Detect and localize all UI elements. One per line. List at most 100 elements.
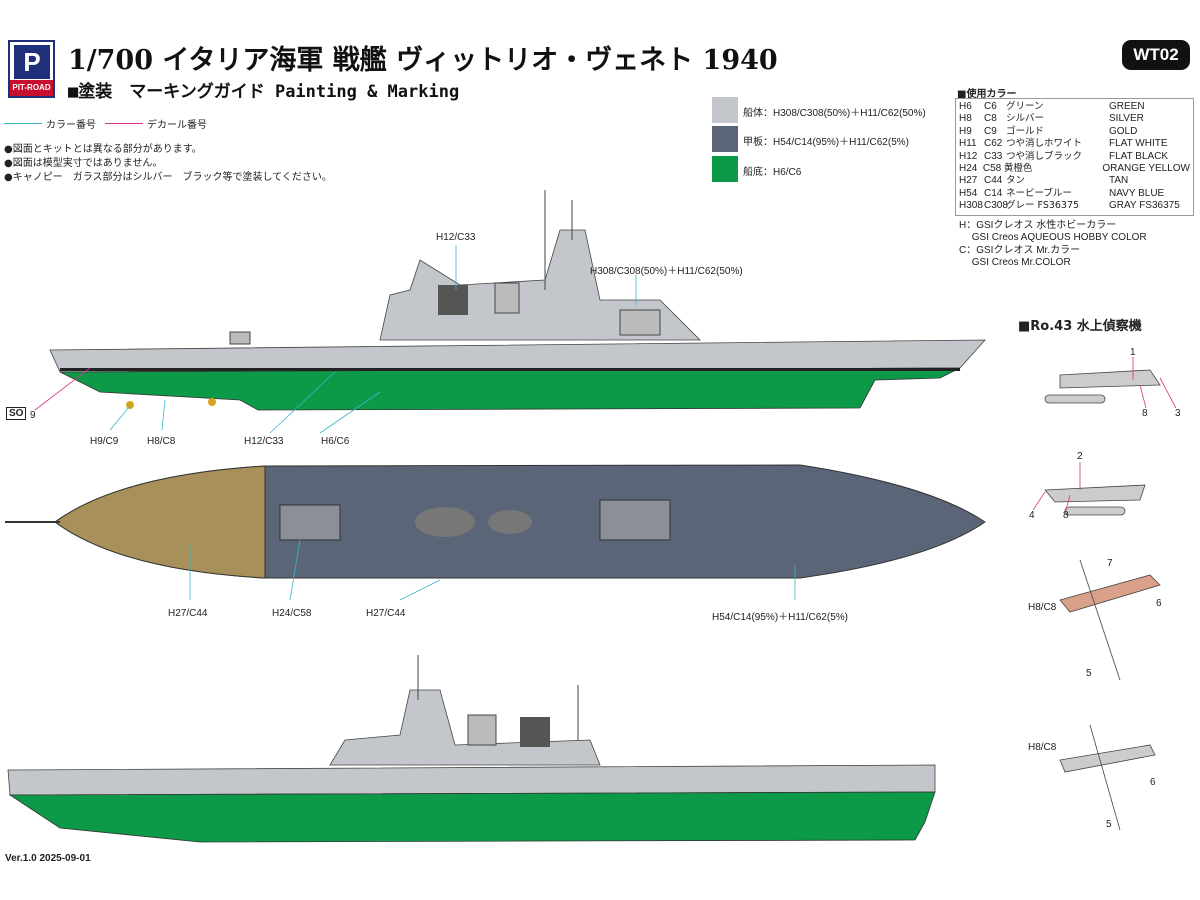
color-cell: H54 [959, 187, 978, 199]
callout-funnel-cap: H12/C33 [436, 232, 476, 243]
color-cell: C308 [984, 200, 1008, 212]
logo-mark: P [14, 45, 50, 79]
side-view-leaders [109, 245, 637, 434]
page-title: 1/700 イタリア海軍 戦艦 ヴィットリオ・ヴェネト 1940 [68, 45, 778, 76]
callout-wood-deck: H27/C44 [168, 608, 208, 619]
note: ●キャノピー ガラス部分はシルバー ブラック等で塗装してください。 [4, 172, 332, 183]
so-marking: SO [6, 407, 27, 420]
color-cell: H9 [959, 125, 972, 137]
color-cell: タン [1006, 175, 1026, 187]
legend-decal-number: デカール番号 [105, 116, 207, 131]
version-label: Ver.1.0 2025-09-01 [5, 853, 91, 864]
legend-label: カラー番号 [46, 120, 96, 131]
callout-propeller: H9/C9 [90, 436, 119, 447]
deck-swatch [712, 126, 738, 152]
aircraft-leaders [1032, 357, 1177, 511]
color-row: H8 C8 シルバー SILVER [959, 113, 1190, 125]
note: ●図面は模型実寸ではありません。 [4, 158, 163, 169]
color-cell: C58 [982, 163, 1002, 175]
callout-boats: H24/C58 [272, 608, 312, 619]
color-cell: C6 [984, 101, 997, 112]
color-cell: つや消しホワイト [1006, 138, 1083, 150]
decal-number: 6 [1150, 777, 1156, 788]
decal-number: 6 [1156, 598, 1162, 609]
color-cell: ネービーブルー [1006, 187, 1072, 199]
color-cell: つや消しブラック [1006, 150, 1083, 162]
callout-deck: H54/C14(95%)＋H11/C62(5%) [712, 612, 848, 623]
color-cell: FLAT WHITE [1109, 138, 1168, 150]
notes: ●図面とキットとは異なる部分があります。 ●図面は模型実寸ではありません。 ●キ… [4, 143, 332, 185]
callout-deck-tan: H27/C44 [366, 608, 406, 619]
deck-swatch-label: 甲板：H54/C14(95%)＋H11/C62(5%) [743, 137, 909, 148]
color-cell: C44 [984, 175, 1003, 187]
hull-swatch [712, 97, 738, 123]
product-code-badge: WT02 [1122, 40, 1190, 70]
color-cell: C62 [984, 138, 1003, 150]
top-view-leaders [189, 539, 796, 601]
color-cell: C8 [984, 113, 997, 125]
color-table-title: ■使用カラー [957, 89, 1017, 100]
color-cell: TAN [1109, 175, 1129, 187]
color-cell: C33 [984, 150, 1003, 162]
color-cell: GOLD [1109, 125, 1138, 137]
page-subtitle: ■塗装 マーキングガイド Painting & Marking [68, 82, 460, 102]
hull-swatch-label: 船体：H308/C308(50%)＋H11/C62(50%) [743, 108, 926, 119]
decal-number: 2 [1077, 451, 1083, 462]
color-cell: ゴールド [1006, 125, 1045, 137]
color-cell: 黄橙色 [1003, 163, 1033, 175]
callout-boot-topping: H12/C33 [244, 436, 284, 447]
callout-aircraft-color: H8/C8 [1028, 602, 1057, 613]
color-cell: C9 [984, 125, 997, 137]
color-row: H9 C9 ゴールド GOLD [959, 126, 1190, 138]
decal-number: 8 [1063, 510, 1069, 521]
side-view-starboard [49, 190, 986, 411]
pit-road-logo: P PIT-ROAD [8, 40, 55, 98]
callout-bottom: H6/C6 [321, 436, 350, 447]
decal-number: 7 [1107, 558, 1113, 569]
color-cell: H6 [959, 101, 972, 112]
color-row: H6 C6 グリーン GREEN [959, 101, 1190, 113]
color-cell: グレー FS36375 [1006, 200, 1080, 212]
legend-color-number: カラー番号 [4, 116, 96, 131]
decal-number: 5 [1106, 819, 1112, 830]
color-cell: H12 [959, 150, 978, 162]
color-cell: H8 [959, 113, 972, 125]
color-cell: GRAY FS36375 [1109, 200, 1180, 212]
color-notes: H：GSIクレオス 水性ホビーカラー GSI Creos AQUEOUS HOB… [959, 220, 1147, 270]
color-cell: グリーン [1006, 101, 1044, 112]
color-cell: シルバー [1006, 113, 1045, 125]
side-view-port [7, 655, 936, 843]
color-cell: H308 [959, 200, 983, 212]
color-cell: GREEN [1109, 101, 1145, 112]
note: ●図面とキットとは異なる部分があります。 [4, 144, 202, 155]
color-cell: H24 [959, 163, 978, 175]
color-cell: NAVY BLUE [1109, 187, 1165, 199]
bottom-swatch [712, 156, 738, 182]
callout-aircraft-color: H8/C8 [1028, 742, 1057, 753]
legend-label: デカール番号 [147, 120, 207, 131]
color-cell: H11 [959, 138, 977, 150]
bottom-swatch-label: 船底：H6/C6 [743, 167, 802, 178]
callout-decal-9: 9 [30, 410, 36, 421]
color-cell: ORANGE YELLOW [1102, 163, 1190, 175]
color-note: GSI Creos AQUEOUS HOBBY COLOR [959, 232, 1147, 244]
decal-number: 4 [1029, 510, 1035, 521]
aircraft-drawings [1044, 369, 1161, 831]
decal-number: 8 [1142, 408, 1148, 419]
callout-hull: H308/C308(50%)＋H11/C62(50%) [590, 266, 743, 277]
color-note: GSI Creos Mr.COLOR [959, 257, 1071, 269]
color-cell: C14 [984, 187, 1003, 199]
decal-number: 1 [1130, 347, 1136, 358]
logo-brand: PIT-ROAD [10, 80, 53, 96]
top-view [5, 464, 986, 579]
color-cell: SILVER [1109, 113, 1144, 125]
color-cell: FLAT BLACK [1109, 150, 1169, 162]
